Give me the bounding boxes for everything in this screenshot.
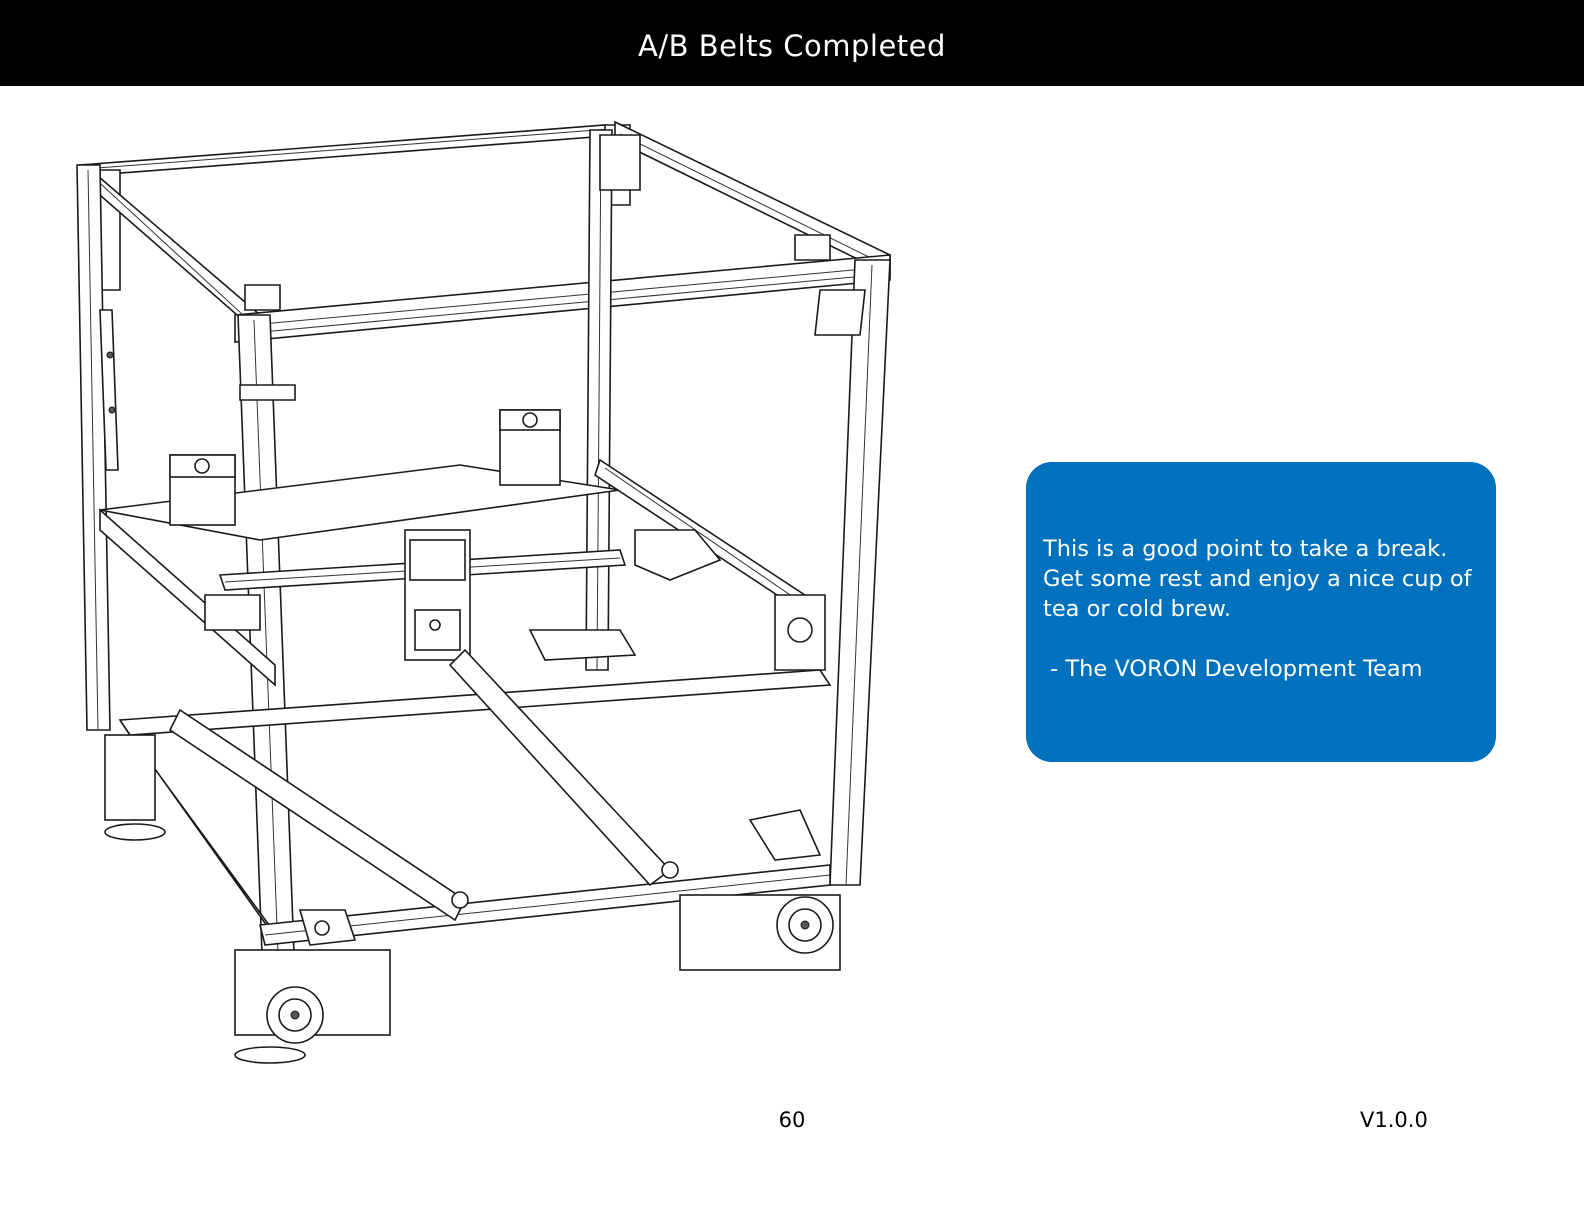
ab-motor-front-right: [679, 894, 841, 971]
rear-left-foot: [104, 734, 166, 841]
page-title: A/B Belts Completed: [638, 29, 946, 63]
bottom-frame: [118, 629, 832, 946]
xy-gantry: [99, 409, 826, 687]
header-bar: [0, 0, 1584, 86]
page-number: 60: [778, 1108, 806, 1132]
note-signature: - The VORON Development Team: [1043, 656, 1423, 682]
front-right-vertical: [814, 259, 891, 886]
rear-right-vertical: [585, 129, 641, 671]
note-line-1: This is a good point to take a break.: [1043, 536, 1448, 562]
front-top-rail: [234, 254, 891, 343]
break-note: This is a good point to take a break. Ge…: [1026, 462, 1496, 762]
rear-left-vertical: [76, 164, 119, 731]
note-line-2: Get some rest and enjoy a nice cup of: [1043, 566, 1472, 592]
printer-frame-illustration: [76, 120, 891, 1064]
rear-top-frame: [77, 124, 631, 291]
ab-motor-front-left: [234, 949, 391, 1064]
version-label: V1.0.0: [1360, 1108, 1428, 1132]
right-top-rail: [614, 120, 891, 277]
note-line-3: tea or cold brew.: [1043, 596, 1231, 622]
note-spacer: [1043, 624, 1484, 654]
